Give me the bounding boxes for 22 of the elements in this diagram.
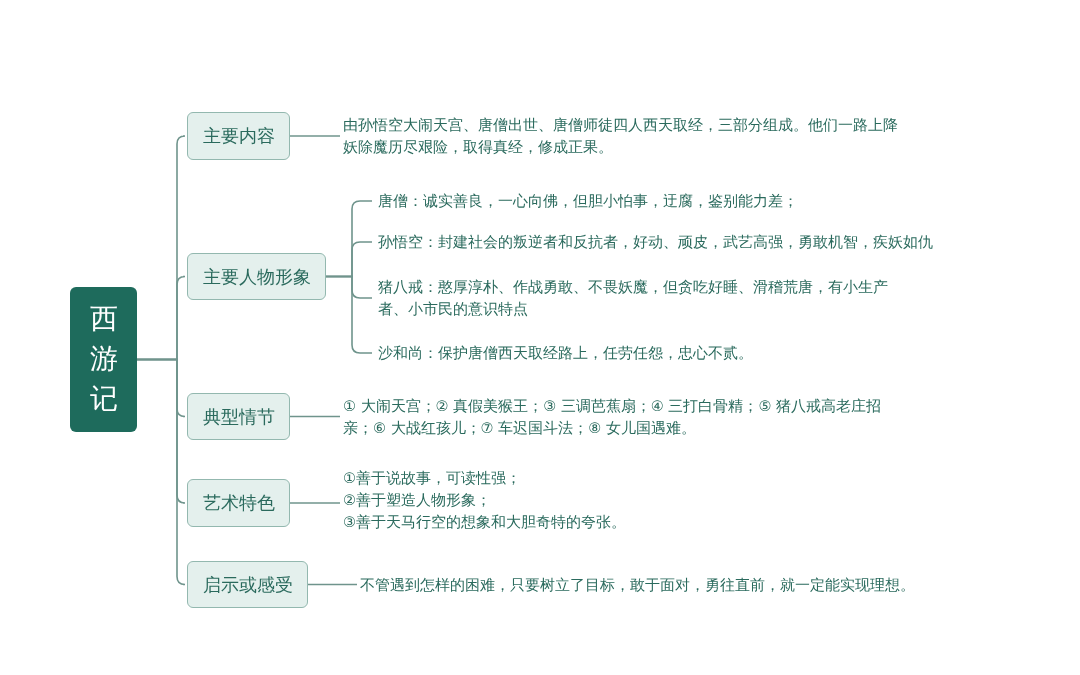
connector-line [325,275,373,354]
connector-line [289,415,341,418]
list-item: ②善于塑造人物形象； [343,491,491,510]
description-text: 沙和尚：保护唐僧西天取经路上，任劳任怨，忠心不贰。 [378,342,938,364]
description-text: 孙悟空：封建社会的叛逆者和反抗者，好动、顽皮，武艺高强，勇敢机智，疾妖如仇 [378,231,978,253]
description-text: ① 大闹天宫；② 真假美猴王；③ 三调芭蕉扇；④ 三打白骨精；⑤ 猪八戒高老庄招亲；⑥ 大战红孩儿；⑦ 车迟国斗法；⑧ 女儿国遇难。 [343,395,891,441]
topic-box: 主要内容 [187,112,290,160]
list-item: ③善于天马行空的想象和大胆奇特的夸张。 [343,513,626,532]
connector-line [289,135,341,137]
title-box: 西游记 [70,287,137,432]
topic-box: 典型情节 [187,393,290,440]
connector-line [289,502,341,504]
connector-line [307,583,358,586]
list-item: ①善于说故事，可读性强； [343,469,521,488]
description-text: 不管遇到怎样的困难，只要树立了目标，敢于面对，勇往直前，就一定能实现理想。 [360,574,960,596]
topic-box: 艺术特色 [187,479,290,527]
topic-box: 启示或感受 [187,561,308,608]
description-text: 唐僧：诚实善良，一心向佛，但胆小怕事，迂腐，鉴别能力差； [378,190,938,212]
connector-line [136,358,186,586]
topic-box: 主要人物形象 [187,253,326,300]
description-text: 由孙悟空大闹天宫、唐僧出世、唐僧师徒四人西天取经，三部分组成。他们一路上降妖除魔历尽艰险，取得真经，修成正果。 [343,114,911,160]
description-text: 猪八戒：憨厚淳朴、作战勇敢、不畏妖魔，但贪吃好睡、滑稽荒唐，有小生产者、小市民的意识特点 [378,276,906,320]
